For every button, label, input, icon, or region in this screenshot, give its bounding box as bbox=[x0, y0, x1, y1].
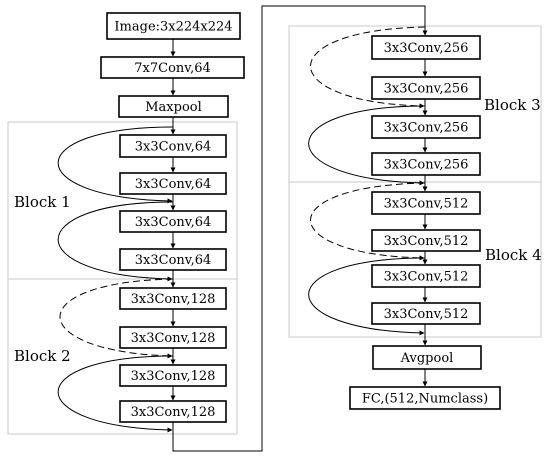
node-block1-conv-1: 3x3Conv,64 bbox=[119, 134, 227, 158]
node-block2-conv-2-label: 3x3Conv,128 bbox=[131, 331, 216, 346]
node-block1-conv-4-label: 3x3Conv,64 bbox=[135, 253, 212, 268]
node-maxpool-label: Maxpool bbox=[145, 100, 202, 115]
node-block3-conv-2-label: 3x3Conv,256 bbox=[384, 82, 469, 97]
block-1-shortcut-2 bbox=[57, 201, 174, 282]
node-input-label: Image:3x224x224 bbox=[114, 20, 232, 35]
node-block4-conv-2: 3x3Conv,512 bbox=[371, 229, 481, 252]
node-block2-conv-1: 3x3Conv,128 bbox=[119, 287, 227, 310]
node-maxpool: Maxpool bbox=[118, 95, 229, 118]
block-2-label: Block 2 bbox=[14, 347, 71, 365]
node-block4-conv-2-label: 3x3Conv,512 bbox=[384, 234, 469, 249]
node-fc-label: FC,(512,Numclass) bbox=[362, 392, 488, 407]
node-avgpool: Avgpool bbox=[372, 345, 482, 370]
node-block2-conv-2: 3x3Conv,128 bbox=[119, 326, 227, 349]
node-block2-conv-3: 3x3Conv,128 bbox=[119, 364, 227, 387]
node-block4-conv-4: 3x3Conv,512 bbox=[371, 302, 481, 325]
node-block1-conv-3-label: 3x3Conv,64 bbox=[135, 215, 212, 230]
block-3-shortcut-1 bbox=[310, 26, 426, 109]
node-block3-conv-4-label: 3x3Conv,256 bbox=[384, 158, 469, 173]
node-block3-conv-3: 3x3Conv,256 bbox=[371, 115, 481, 139]
node-block4-conv-3-label: 3x3Conv,512 bbox=[384, 270, 469, 285]
node-fc: FC,(512,Numclass) bbox=[349, 386, 501, 410]
block-2-region bbox=[7, 278, 238, 435]
node-block4-conv-1-label: 3x3Conv,512 bbox=[384, 197, 469, 212]
node-block3-conv-4: 3x3Conv,256 bbox=[371, 152, 481, 176]
node-block1-conv-4: 3x3Conv,64 bbox=[119, 248, 227, 271]
node-avgpool-label: Avgpool bbox=[400, 351, 454, 366]
block-3-shortcut-2 bbox=[308, 105, 426, 186]
node-block2-conv-3-label: 3x3Conv,128 bbox=[131, 369, 216, 384]
arrow-left-to-right-column bbox=[172, 5, 428, 452]
node-block2-conv-4-label: 3x3Conv,128 bbox=[131, 405, 216, 420]
node-block2-conv-1-label: 3x3Conv,128 bbox=[131, 292, 216, 307]
block-1-label: Block 1 bbox=[14, 193, 71, 211]
block-4-label: Block 4 bbox=[485, 246, 542, 264]
block-4-region bbox=[288, 181, 542, 338]
block-4-shortcut-2 bbox=[308, 257, 426, 336]
node-stem-conv: 7x7Conv,64 bbox=[100, 56, 245, 79]
node-block3-conv-3-label: 3x3Conv,256 bbox=[384, 121, 469, 136]
node-block2-conv-4: 3x3Conv,128 bbox=[119, 400, 227, 423]
node-block3-conv-1-label: 3x3Conv,256 bbox=[384, 41, 469, 56]
node-block1-conv-2: 3x3Conv,64 bbox=[119, 172, 227, 195]
node-block4-conv-3: 3x3Conv,512 bbox=[371, 264, 481, 288]
node-block4-conv-1: 3x3Conv,512 bbox=[371, 191, 481, 215]
node-stem-conv-label: 7x7Conv,64 bbox=[134, 61, 211, 76]
block-2-shortcut-2 bbox=[57, 355, 174, 433]
block-2-shortcut-1 bbox=[59, 278, 174, 359]
block-4-shortcut-1 bbox=[310, 182, 426, 261]
node-block1-conv-1-label: 3x3Conv,64 bbox=[135, 140, 212, 155]
block-3-label: Block 3 bbox=[484, 96, 541, 114]
node-block1-conv-2-label: 3x3Conv,64 bbox=[135, 177, 212, 192]
node-block3-conv-2: 3x3Conv,256 bbox=[371, 76, 481, 100]
block-1-shortcut-1 bbox=[57, 126, 174, 204]
node-block4-conv-4-label: 3x3Conv,512 bbox=[384, 307, 469, 322]
node-block3-conv-1: 3x3Conv,256 bbox=[371, 35, 481, 60]
node-block1-conv-3: 3x3Conv,64 bbox=[119, 210, 227, 233]
node-input: Image:3x224x224 bbox=[106, 12, 241, 40]
